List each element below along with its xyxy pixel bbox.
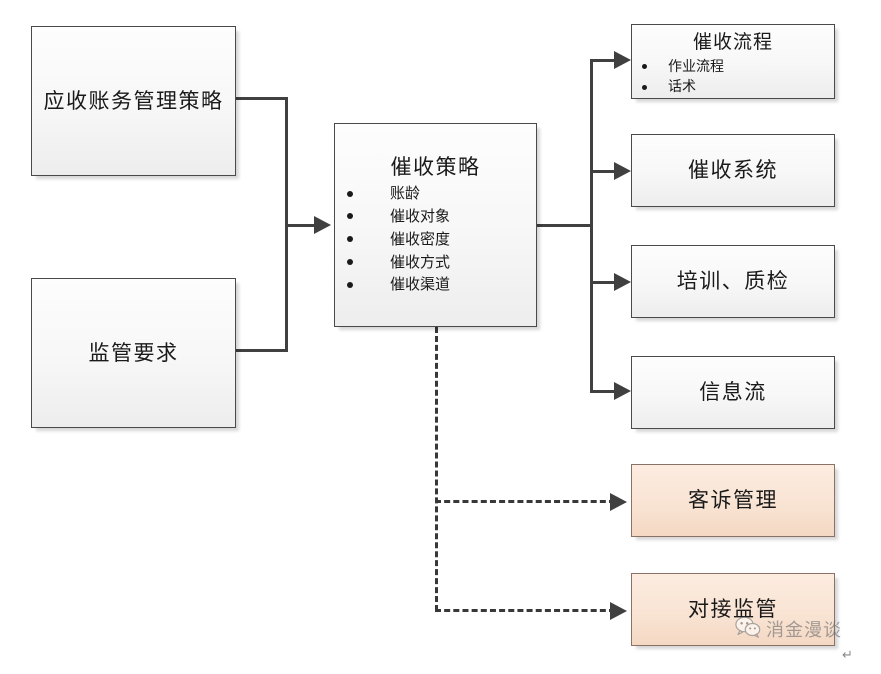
node-output-collection-process-label: 催收流程 [692,31,773,53]
list-item: 催收渠道 [335,273,536,296]
node-output-regulatory-liaison[interactable]: 对接监管 [631,573,835,646]
connector-center-out [537,224,593,227]
list-item: 催收对象 [335,205,536,228]
node-input-receivables-strategy-label: 应收账务管理策略 [43,88,224,113]
node-output-regulatory-liaison-label: 对接监管 [688,597,778,622]
arrow-to-output-6 [610,602,627,620]
connector-input1-horizontal [236,97,288,100]
list-item: 作业流程 [632,57,834,77]
node-output-information-flow[interactable]: 信息流 [631,356,835,429]
arrow-to-output-4 [614,382,631,400]
node-output-training-qc[interactable]: 培训、质检 [631,245,835,318]
node-input-regulatory-requirements[interactable]: 监管要求 [31,278,236,428]
connector-dashed-to-output-5 [435,500,615,503]
connector-to-output-4 [590,390,620,393]
connector-input2-horizontal [236,349,288,352]
node-output-information-flow-label: 信息流 [699,380,767,405]
node-center-title: 催收策略 [390,154,481,179]
arrow-to-output-5 [610,493,627,511]
node-center-bullet-list: 账龄 催收对象 催收密度 催收方式 催收渠道 [335,182,536,296]
arrow-into-center [314,216,331,234]
arrow-to-output-1 [614,51,631,69]
node-output-complaint-management[interactable]: 客诉管理 [631,464,835,537]
connector-to-output-2 [590,170,620,173]
node-output-collection-process-bullet-list: 作业流程 话术 [632,57,834,98]
connector-dashed-to-output-6 [435,609,615,612]
list-item: 账龄 [335,182,536,205]
node-output-training-qc-label: 培训、质检 [676,269,790,294]
node-center-collection-strategy[interactable]: 催收策略 账龄 催收对象 催收密度 催收方式 催收渠道 [334,123,537,327]
connector-input-to-center [285,224,317,227]
node-output-collection-process[interactable]: 催收流程 作业流程 话术 [631,24,835,99]
connector-dashed-trunk-vertical [435,327,438,611]
list-item: 催收密度 [335,228,536,251]
connector-output-trunk-vertical [590,59,593,392]
node-output-collection-system-label: 催收系统 [688,158,778,183]
paragraph-mark: ↵ [842,648,853,663]
arrow-to-output-2 [614,162,631,180]
list-item: 催收方式 [335,251,536,274]
node-output-complaint-management-label: 客诉管理 [688,488,778,513]
connector-to-output-1 [590,59,620,62]
arrow-to-output-3 [614,273,631,291]
connector-to-output-3 [590,281,620,284]
node-input-regulatory-requirements-label: 监管要求 [88,340,179,365]
node-input-receivables-strategy[interactable]: 应收账务管理策略 [31,26,236,176]
list-item: 话术 [632,77,834,97]
node-output-collection-system[interactable]: 催收系统 [631,134,835,207]
